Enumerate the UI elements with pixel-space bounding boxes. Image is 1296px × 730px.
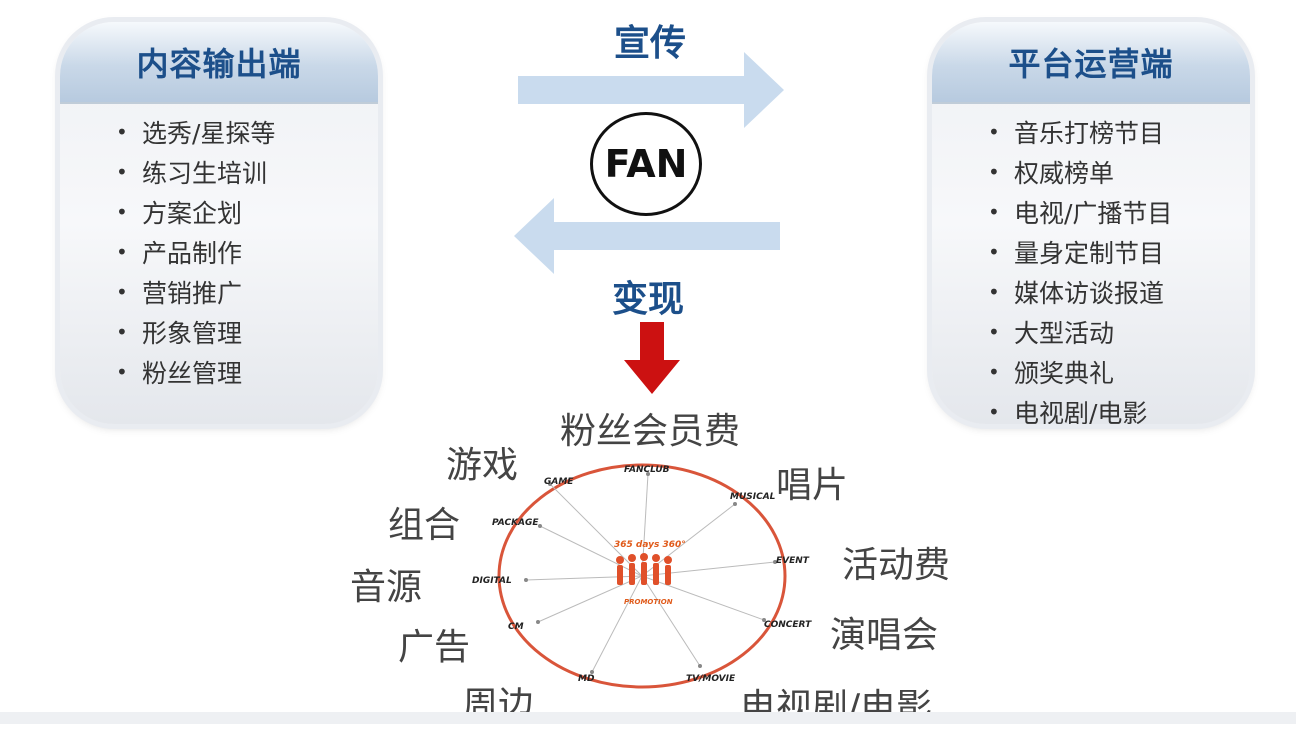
digital-source-label: 音源 <box>350 567 423 608</box>
list-item: • 量身定制节目 <box>932 232 1250 272</box>
event-tag: EVENT <box>776 556 809 566</box>
monetization-label: 变现 <box>612 279 685 320</box>
md-tag: MD <box>578 674 595 684</box>
bottom-band <box>0 712 1296 724</box>
bullet-icon: • <box>116 200 128 224</box>
list-item: • 练习生培训 <box>60 152 378 192</box>
list-item: • 音乐打榜节目 <box>932 112 1250 152</box>
list-item-label: 产品制作 <box>142 239 243 268</box>
list-item: • 选秀/星探等 <box>60 112 378 152</box>
list-item: • 形象管理 <box>60 312 378 352</box>
promotion-tag: PROMOTION <box>624 598 673 606</box>
bullet-icon: • <box>988 200 1000 224</box>
list-item-label: 练习生培训 <box>142 159 268 188</box>
list-item-label: 大型活动 <box>1014 319 1115 348</box>
bullet-icon: • <box>116 360 128 384</box>
list-item: • 电视/广播节目 <box>932 192 1250 232</box>
bullet-icon: • <box>116 240 128 264</box>
platform-operation-panel: 平台运营端 • 音乐打榜节目 • 权威榜单 • 电视/广播节目 • 量身定制节目 • 媒体… <box>932 22 1250 424</box>
fan-label: FAN <box>604 142 688 186</box>
right-arrow-icon <box>518 52 784 128</box>
bullet-icon: • <box>116 120 128 144</box>
promotion-slogan: 365 days 360° <box>614 540 686 550</box>
revenue-ring <box>497 463 787 689</box>
record-label: 唱片 <box>776 465 849 506</box>
content-output-list: • 选秀/星探等 • 练习生培训 • 方案企划 • 产品制作 • 营销推广 • 形象管理 •… <box>60 104 378 392</box>
bullet-icon: • <box>988 320 1000 344</box>
bullet-icon: • <box>988 120 1000 144</box>
concert-label: 演唱会 <box>830 615 939 656</box>
list-item-label: 音乐打榜节目 <box>1014 119 1165 148</box>
list-item-label: 颁奖典礼 <box>1014 359 1115 388</box>
bullet-icon: • <box>116 280 128 304</box>
cm-tag: CM <box>508 622 524 632</box>
list-item-label: 选秀/星探等 <box>142 119 276 148</box>
platform-operation-header: 平台运营端 <box>932 22 1250 104</box>
bullet-icon: • <box>116 160 128 184</box>
platform-operation-title: 平台运营端 <box>1008 45 1174 83</box>
content-output-title: 内容输出端 <box>136 45 302 83</box>
list-item-label: 方案企划 <box>142 199 243 228</box>
down-arrow-icon <box>624 322 680 394</box>
left-arrow-icon <box>514 198 780 274</box>
advertising-label: 广告 <box>398 627 471 668</box>
bullet-icon: • <box>116 320 128 344</box>
digital-tag: DIGITAL <box>472 576 512 586</box>
bullet-icon: • <box>988 400 1000 424</box>
bullet-icon: • <box>988 240 1000 264</box>
list-item-label: 量身定制节目 <box>1014 239 1165 268</box>
bullet-icon: • <box>988 160 1000 184</box>
group-label: 组合 <box>388 505 461 546</box>
musical-tag: MUSICAL <box>730 492 776 502</box>
list-item: • 粉丝管理 <box>60 352 378 392</box>
list-item-label: 电视/广播节目 <box>1014 199 1173 228</box>
list-item-label: 营销推广 <box>142 279 243 308</box>
list-item-label: 电视剧/电影 <box>1014 399 1148 424</box>
concert-tag: CONCERT <box>764 620 812 630</box>
list-item-label: 媒体访谈报道 <box>1014 279 1165 308</box>
list-item: • 权威榜单 <box>932 152 1250 192</box>
fanclub-label: 粉丝会员费 <box>560 411 741 452</box>
promotion-label: 宣传 <box>614 23 687 64</box>
list-item: • 大型活动 <box>932 312 1250 352</box>
list-item-label: 粉丝管理 <box>142 359 243 388</box>
list-item: • 营销推广 <box>60 272 378 312</box>
fanclub-tag: FANCLUB <box>624 465 670 475</box>
game-tag: GAME <box>544 477 574 487</box>
content-output-header: 内容输出端 <box>60 22 378 104</box>
platform-operation-list: • 音乐打榜节目 • 权威榜单 • 电视/广播节目 • 量身定制节目 • 媒体访谈报道 •… <box>932 104 1250 424</box>
list-item: • 媒体访谈报道 <box>932 272 1250 312</box>
list-item-label: 形象管理 <box>142 319 243 348</box>
list-item-label: 权威榜单 <box>1014 159 1115 188</box>
game-label: 游戏 <box>446 445 519 486</box>
list-item: • 电视剧/电影 <box>932 392 1250 424</box>
list-item: • 方案企划 <box>60 192 378 232</box>
content-output-panel: 内容输出端 • 选秀/星探等 • 练习生培训 • 方案企划 • 产品制作 • 营销推广 •… <box>60 22 378 424</box>
event-fee-label: 活动费 <box>842 545 951 586</box>
tv-movie-tag: TV/MOVIE <box>686 674 736 684</box>
fan-circle: FAN <box>590 112 702 216</box>
people-icon <box>616 553 672 585</box>
bullet-icon: • <box>988 360 1000 384</box>
list-item: • 产品制作 <box>60 232 378 272</box>
bullet-icon: • <box>988 280 1000 304</box>
package-tag: PACKAGE <box>492 518 539 528</box>
list-item: • 颁奖典礼 <box>932 352 1250 392</box>
